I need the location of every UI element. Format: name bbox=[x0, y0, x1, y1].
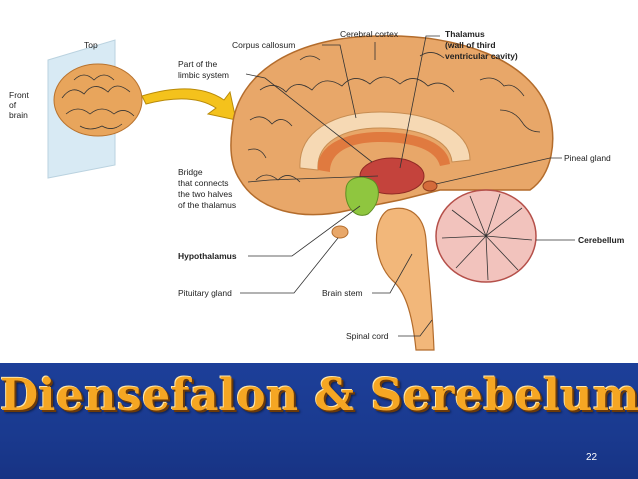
label-bridge-1: Bridge bbox=[178, 167, 203, 177]
label-cerebellum: Cerebellum bbox=[578, 235, 625, 245]
label-thalamus-2: (wall of third bbox=[445, 40, 496, 50]
pineal-gland bbox=[422, 180, 438, 192]
label-limbic-2: limbic system bbox=[178, 70, 229, 80]
inset-front-label-3: brain bbox=[9, 110, 28, 120]
inset-front-label-2: of bbox=[9, 100, 17, 110]
label-bridge-4: of the thalamus bbox=[178, 200, 236, 210]
label-corpus-callosum: Corpus callosum bbox=[232, 40, 295, 50]
page-number: 22 bbox=[586, 452, 598, 463]
leader-bridge bbox=[247, 175, 379, 183]
hypothalamus bbox=[345, 176, 379, 216]
slide-title: Diensefalon & Serebelum bbox=[0, 370, 638, 421]
inset-brain bbox=[53, 63, 143, 137]
inset-top-label: Top bbox=[84, 40, 98, 50]
leader-pineal bbox=[435, 157, 562, 185]
label-bridge-2: that connects bbox=[178, 178, 229, 188]
label-limbic-1: Part of the bbox=[178, 59, 217, 69]
brain-cross-section bbox=[230, 35, 554, 351]
leader-thalamus bbox=[399, 35, 440, 169]
label-pituitary-gland: Pituitary gland bbox=[178, 288, 232, 298]
leader-spinal-cord bbox=[398, 319, 433, 337]
leader-hypothalamus bbox=[248, 205, 361, 257]
leader-limbic bbox=[245, 73, 373, 163]
leader-corpus-callosum bbox=[322, 44, 357, 119]
leader-brain-stem bbox=[372, 253, 413, 294]
inset-brain-figure bbox=[47, 39, 143, 179]
label-thalamus-1: Thalamus bbox=[445, 29, 485, 39]
label-spinal-cord: Spinal cord bbox=[346, 331, 389, 341]
inset-front-label-1: Front bbox=[9, 90, 29, 100]
limbic-system bbox=[317, 132, 450, 172]
corpus-callosum bbox=[299, 111, 471, 171]
title-banner bbox=[0, 363, 638, 479]
brain-stem bbox=[375, 207, 435, 351]
label-cerebral-cortex: Cerebral cortex bbox=[340, 29, 399, 39]
label-pineal-gland: Pineal gland bbox=[564, 153, 611, 163]
label-brain-stem: Brain stem bbox=[322, 288, 363, 298]
arrow-icon bbox=[141, 88, 237, 121]
label-bridge-3: the two halves bbox=[178, 189, 232, 199]
leader-pituitary bbox=[240, 237, 339, 294]
label-hypothalamus: Hypothalamus bbox=[178, 251, 237, 261]
pituitary-gland bbox=[331, 225, 349, 239]
brain-diagram: Top Front of brain bbox=[9, 29, 625, 351]
label-thalamus-3: ventricular cavity) bbox=[445, 51, 518, 61]
